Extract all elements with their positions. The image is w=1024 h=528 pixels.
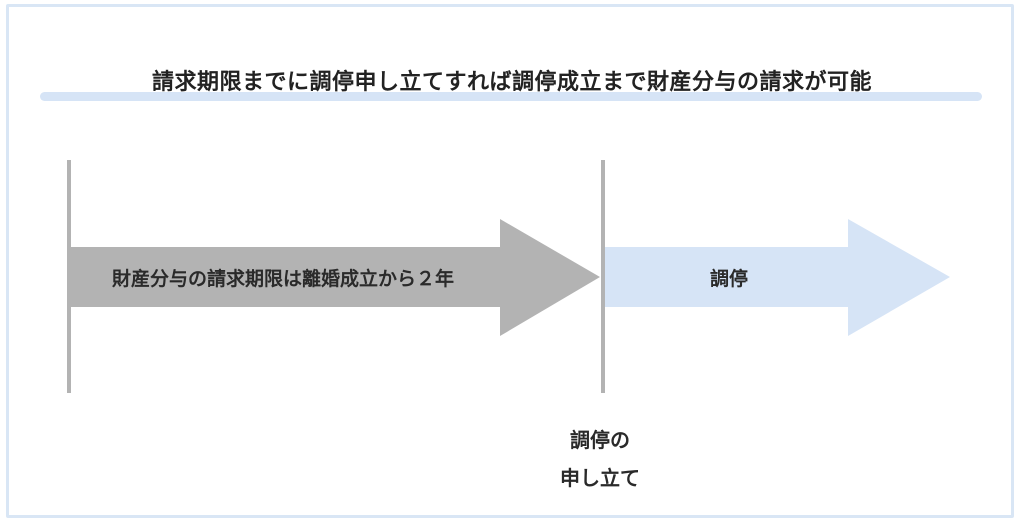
filing-marker-line <box>601 160 605 393</box>
period-arrow-label: 財産分与の請求期限は離婚成立から２年 <box>112 268 455 290</box>
start-marker-line <box>67 160 71 393</box>
filing-label-line1: 調停の <box>570 428 630 452</box>
diagram-frame <box>6 4 1014 518</box>
diagram-title: 請求期限までに調停申し立てすれば調停成立まで財産分与の請求が可能 <box>151 70 872 95</box>
mediation-arrow <box>605 219 950 336</box>
filing-label-line2: 申し立て <box>560 466 640 490</box>
mediation-arrow-label: 調停 <box>710 268 749 290</box>
title-underline <box>40 92 982 101</box>
period-arrow <box>70 219 600 336</box>
